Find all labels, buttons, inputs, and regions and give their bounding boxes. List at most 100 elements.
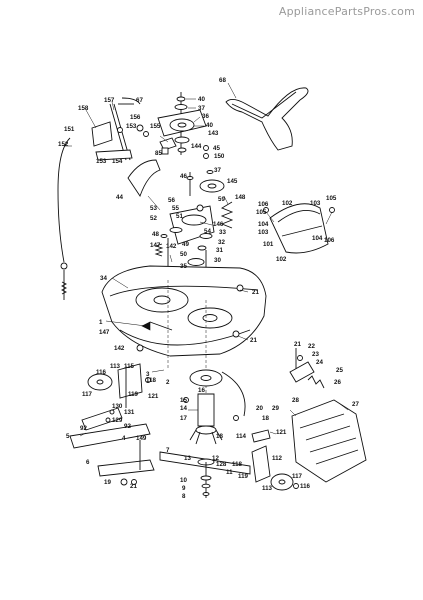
- blade-spindle-assembly[interactable]: [183, 369, 246, 445]
- label-40: 40: [198, 96, 205, 103]
- label-130: 130: [112, 403, 123, 410]
- label-150: 150: [214, 153, 225, 160]
- label-14: 14: [180, 405, 187, 412]
- label-23: 23: [312, 351, 319, 358]
- label-36: 36: [202, 113, 209, 120]
- label-121: 121: [148, 393, 159, 400]
- label-116-b: 116: [300, 483, 311, 490]
- label-157: 157: [104, 97, 115, 104]
- label-40-b: 40: [206, 122, 213, 129]
- mower-blade[interactable]: [159, 451, 251, 498]
- label-20: 20: [256, 405, 263, 412]
- label-106: 106: [258, 201, 269, 208]
- label-112: 112: [272, 455, 283, 462]
- label-85: 85: [155, 150, 162, 157]
- center-idler-pulley[interactable]: [186, 170, 225, 197]
- label-102-b: 102: [276, 256, 287, 263]
- label-55: 55: [172, 205, 179, 212]
- label-153: 153: [126, 123, 137, 130]
- label-6: 6: [86, 459, 90, 466]
- label-149: 149: [136, 435, 147, 442]
- label-1: 1: [99, 319, 103, 326]
- label-105: 105: [326, 195, 337, 202]
- label-113-b: 113: [262, 485, 273, 492]
- label-153-b: 153: [96, 158, 107, 165]
- label-15: 15: [180, 397, 187, 404]
- idler-arm-spring-assembly[interactable]: [154, 201, 234, 300]
- label-116: 116: [96, 369, 107, 376]
- label-102: 102: [282, 200, 293, 207]
- deck-stabilizer-bracket[interactable]: [289, 348, 325, 389]
- label-147-b: 147: [99, 329, 110, 336]
- hardware-45-150[interactable]: [161, 145, 209, 159]
- upper-idler-pulley-assembly[interactable]: [157, 92, 207, 155]
- label-28: 28: [292, 397, 299, 404]
- label-13: 13: [184, 455, 191, 462]
- label-151: 151: [64, 126, 75, 133]
- label-156: 156: [130, 114, 141, 121]
- label-31: 31: [216, 247, 223, 254]
- label-26: 26: [334, 379, 341, 386]
- label-32: 32: [218, 239, 225, 246]
- label-105-b: 105: [256, 209, 267, 216]
- label-17: 17: [180, 415, 187, 422]
- left-gauge-wheel-assembly[interactable]: [81, 363, 151, 431]
- label-10: 10: [180, 477, 187, 484]
- label-117: 117: [82, 391, 93, 398]
- label-24: 24: [316, 359, 323, 366]
- label-56: 56: [168, 197, 175, 204]
- label-143: 143: [208, 130, 219, 137]
- label-18: 18: [262, 415, 269, 422]
- watermark: AppliancePartsPros.com: [278, 5, 415, 18]
- leader-lines: [64, 82, 349, 437]
- label-128: 128: [216, 461, 227, 468]
- callout-labels: 68 40 37 36 40 143 144 85 45 150 157 67 …: [58, 77, 359, 500]
- label-155: 155: [150, 123, 161, 130]
- label-59: 59: [218, 196, 225, 203]
- label-37: 37: [198, 105, 205, 112]
- belt-guide-44[interactable]: [127, 159, 161, 197]
- label-106-b: 106: [324, 237, 335, 244]
- label-33: 33: [219, 229, 226, 236]
- label-21-b: 21: [250, 337, 257, 344]
- discharge-deflector[interactable]: [263, 203, 335, 254]
- label-145: 145: [227, 178, 238, 185]
- label-18-b: 18: [216, 433, 223, 440]
- label-68: 68: [219, 77, 226, 84]
- belt-part[interactable]: [225, 87, 309, 151]
- label-21-d: 21: [130, 483, 137, 490]
- label-142-b: 142: [114, 345, 125, 352]
- label-148: 148: [235, 194, 246, 201]
- label-46: 46: [180, 173, 187, 180]
- discharge-chute[interactable]: [291, 399, 367, 483]
- label-50: 50: [180, 251, 187, 258]
- label-9: 9: [182, 485, 186, 492]
- label-103-b: 103: [258, 229, 269, 236]
- label-21-c: 21: [294, 341, 301, 348]
- label-144: 144: [191, 143, 202, 150]
- label-7: 7: [166, 447, 170, 454]
- label-45: 45: [213, 145, 220, 152]
- label-3: 3: [146, 371, 150, 378]
- label-92: 92: [80, 425, 87, 432]
- label-147: 147: [150, 242, 161, 249]
- label-29: 29: [272, 405, 279, 412]
- label-8: 8: [182, 493, 186, 500]
- label-35: 35: [180, 263, 187, 270]
- label-118: 118: [146, 377, 157, 384]
- label-142: 142: [166, 243, 177, 250]
- label-103: 103: [310, 200, 321, 207]
- label-53: 53: [150, 205, 157, 212]
- label-51: 51: [176, 213, 183, 220]
- label-114: 114: [236, 433, 247, 440]
- label-67: 67: [136, 97, 143, 104]
- label-4: 4: [122, 435, 126, 442]
- label-52: 52: [150, 215, 157, 222]
- label-115: 115: [124, 363, 135, 370]
- lift-lever-cable-assembly[interactable]: [57, 97, 149, 300]
- deck-lift-link[interactable]: [69, 423, 155, 486]
- label-12: 12: [212, 455, 219, 462]
- label-11: 11: [226, 469, 233, 476]
- right-gauge-wheel-assembly[interactable]: [251, 429, 299, 491]
- label-25: 25: [336, 367, 343, 374]
